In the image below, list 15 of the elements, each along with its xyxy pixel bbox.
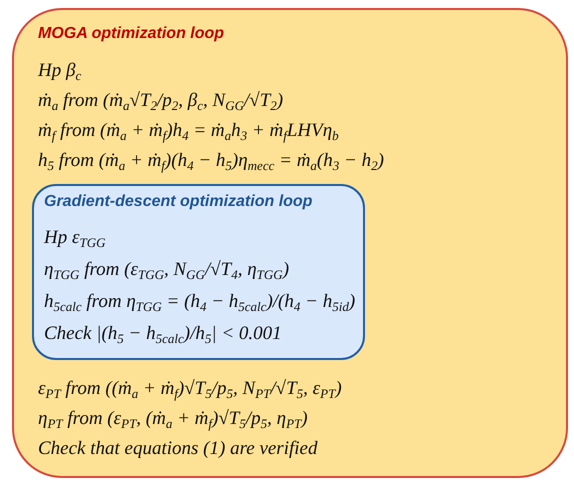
- equation-line: Check |(h$_{5}$ − h$_{5calc}$)/h$_{5}$| < 0.001: [44, 322, 282, 348]
- equation-line: η$_{PT}$ from (ε$_{PT}$, (ṁ$_{a}$ + ṁ$_{f}$)√T$_{5}$/p$_{5}$, η$_{PT}$): [38, 407, 308, 433]
- equation-line: ε$_{PT}$ from ((ṁ$_{a}$ + ṁ$_{f}$)√T$_{5}$/p$_{5}$, N$_{PT}$/√T$_{5}$, ε$_{PT}$): [38, 377, 342, 403]
- outer-loop-panel: [12, 8, 568, 478]
- equation-line: η$_{TGG}$ from (ε$_{TGG}$, N$_{GG}$/√T$_{4}$, η$_{TGG}$): [44, 258, 290, 284]
- equation-line: Hp β$_{c}$: [38, 59, 82, 85]
- equation-line: Hp ε$_{TGG}$: [44, 226, 106, 252]
- equation-line: Check that equations (1) are verified: [38, 437, 318, 461]
- equation-line: h$_{5}$ from (ṁ$_{a}$ + ṁ$_{f}$)(h$_{4}$ − h$_{5}$)η$_{mecc}$ = ṁ$_{a}$(h$_{3}$ − h$_{2}$): [38, 149, 384, 175]
- loop-title: Gradient-descent optimization loop: [44, 192, 312, 212]
- equation-line: h$_{5calc}$ from η$_{TGG}$ = (h$_{4}$ − h$_{5calc}$)/(h$_{4}$ − h$_{5id}$): [44, 290, 356, 316]
- loop-title: MOGA optimization loop: [38, 24, 224, 44]
- equation-line: ṁ$_{f}$ from (ṁ$_{a}$ + ṁ$_{f}$)h$_{4}$ = ṁ$_{a}$h$_{3}$ + ṁ$_{f}$LHVη$_{b}$: [38, 119, 339, 145]
- equation-line: ṁ$_{a}$ from (ṁ$_{a}$√T$_{2}$/p$_{2}$, β$_{c}$, N$_{GG}$/√T$_{2}$): [38, 89, 284, 115]
- inner-loop-panel: [32, 184, 366, 360]
